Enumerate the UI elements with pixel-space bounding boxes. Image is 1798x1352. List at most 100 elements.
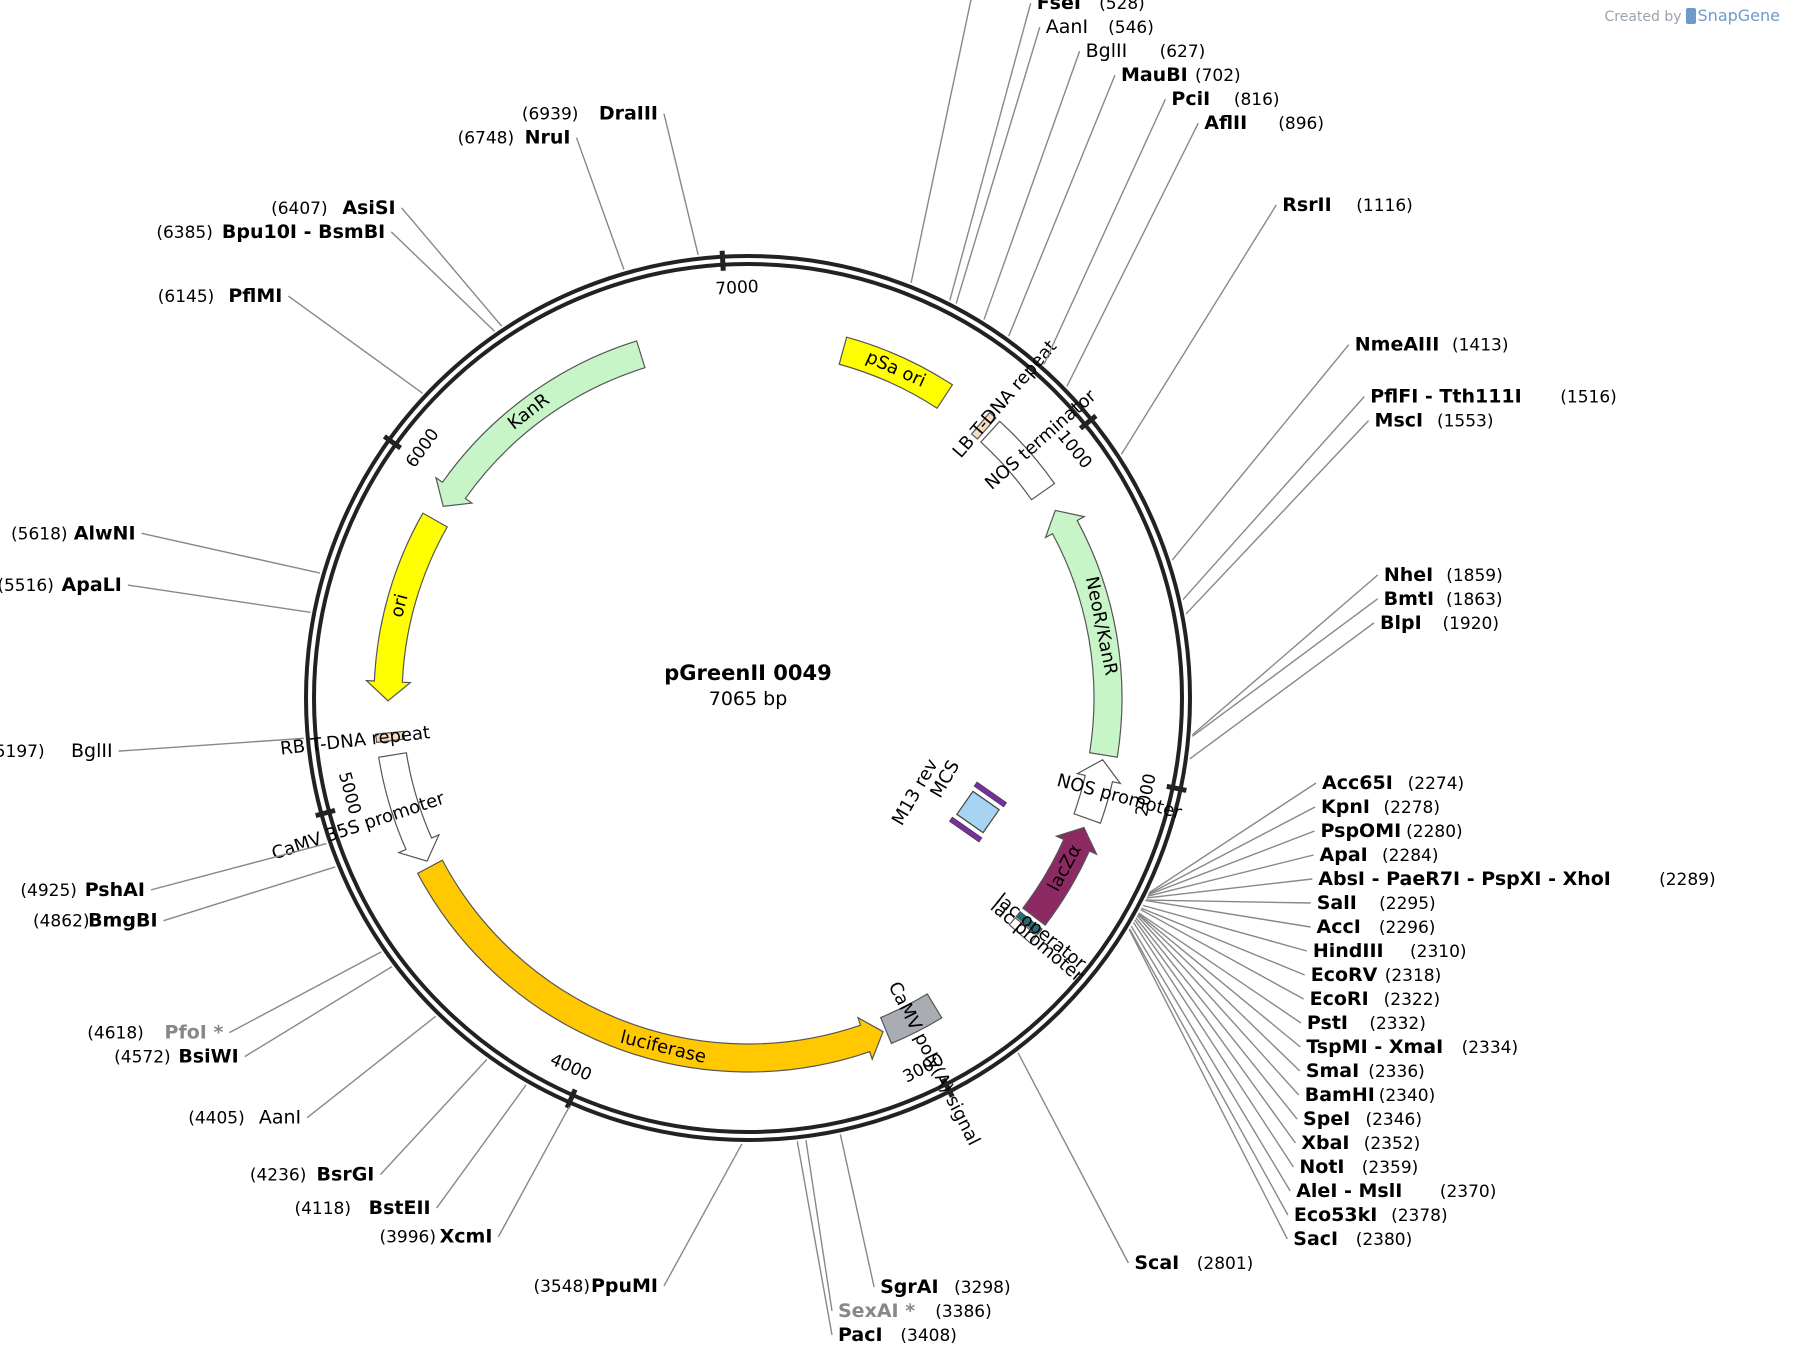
site-name: BlpI — [1380, 612, 1422, 634]
feature-nos-terminator — [979, 420, 1056, 501]
site-name: Acc65I — [1322, 772, 1393, 794]
site-position: (4405) — [188, 1109, 245, 1129]
site-position: (2336) — [1368, 1062, 1425, 1082]
site-position: (2318) — [1385, 966, 1442, 986]
site-name: EcoRV — [1311, 964, 1378, 986]
site-position: (2370) — [1440, 1182, 1497, 1202]
site-name: FseI — [1037, 0, 1081, 14]
site-name: BsiWI — [178, 1046, 238, 1068]
site-leader — [1142, 904, 1308, 952]
site-alwni: AlwNI(5618) — [11, 522, 136, 544]
site-draiii: DraIII (6939) — [522, 103, 658, 125]
site-leader — [1182, 396, 1365, 601]
site-name: NheI — [1384, 564, 1433, 586]
site-bsrgi: BsrGI(4236) — [250, 1164, 375, 1186]
site-leader — [1066, 122, 1199, 387]
site-name: ScaI — [1134, 1252, 1179, 1274]
site-aani: AanI (4405) — [188, 1107, 301, 1129]
mcs-box — [948, 781, 1008, 843]
site-position: (3298) — [954, 1278, 1011, 1298]
site-name: TspMI - XmaI — [1306, 1036, 1443, 1058]
site-nmeaiii: NmeAIII(1413) — [1355, 334, 1509, 356]
site-position: (6407) — [271, 199, 328, 219]
restriction-site-layer: StyI(421)FseI(528)AanI(546)BglII(627)Mau… — [0, 0, 1716, 1346]
site-position: (1553) — [1437, 412, 1494, 432]
site-position: (2310) — [1410, 942, 1467, 962]
site-name: AbsI - PaeR7I - PspXI - XhoI — [1318, 868, 1611, 890]
tick-mark — [382, 434, 403, 451]
feature-nos-promoter — [1073, 758, 1122, 824]
site-bmgbi: BmgBI(4862) — [33, 910, 158, 932]
site-fsei: FseI(528) — [1037, 0, 1145, 14]
site-name: PflMI — [228, 285, 282, 307]
site-leader — [1128, 928, 1289, 1216]
site-name: MscI — [1375, 410, 1424, 432]
site-position: (2332) — [1369, 1014, 1426, 1034]
site-position: (2322) — [1384, 990, 1441, 1010]
site-leader — [141, 532, 321, 574]
site-name: SalI — [1317, 892, 1357, 914]
site-leader — [1148, 782, 1317, 894]
site-position: (5197) — [0, 742, 45, 762]
site-position: (546) — [1108, 18, 1154, 38]
site-name: PciI — [1171, 88, 1210, 110]
site-ppumi: PpuMI(3548) — [533, 1275, 658, 1297]
site-leader — [1148, 830, 1315, 896]
site-noti: NotI(2359) — [1299, 1156, 1418, 1178]
feature-lacz — [1022, 826, 1098, 926]
site-xbai: XbaI(2352) — [1301, 1132, 1420, 1154]
site-leader — [229, 951, 382, 1034]
site-name: DraIII — [599, 103, 658, 125]
tick-label: 4000 — [547, 1050, 595, 1086]
site-pshai: PshAI(4925) — [20, 879, 145, 901]
site-leader — [379, 1059, 488, 1176]
site-name: NotI — [1299, 1156, 1344, 1178]
site-name: KpnI — [1321, 796, 1370, 818]
site-name: PacI — [838, 1324, 883, 1346]
site-leader — [401, 207, 503, 327]
site-position: (627) — [1160, 42, 1206, 62]
site-position: (6385) — [156, 223, 213, 243]
backbone-outer-strand — [304, 254, 1192, 1142]
site-name: AleI - MslI — [1296, 1180, 1402, 1202]
site-name: ApaI — [1320, 844, 1368, 866]
site-name: ApaLI — [62, 574, 122, 596]
tick-label: 5000 — [334, 770, 365, 817]
site-position: (2280) — [1406, 822, 1463, 842]
site-name: HindIII — [1313, 940, 1384, 962]
site-name: SmaI — [1306, 1060, 1359, 1082]
site-leader — [839, 1134, 875, 1288]
feature-lb-t-dna-repeat — [970, 411, 997, 440]
site-leader — [306, 1015, 437, 1119]
site-name: AanI — [259, 1107, 301, 1129]
site-position: (1116) — [1356, 196, 1413, 216]
site-name: SexAI * — [838, 1300, 915, 1322]
site-pspomi: PspOMI(2280) — [1321, 820, 1463, 842]
site-name: XbaI — [1301, 1132, 1349, 1154]
site-asisi: AsiSI(6407) — [271, 197, 396, 219]
site-position: (1920) — [1442, 614, 1499, 634]
site-position: (5516) — [0, 576, 54, 596]
tick-mark — [315, 807, 336, 819]
site-position: (6939) — [522, 105, 579, 125]
site-leader — [1191, 598, 1379, 737]
site-leader — [1147, 854, 1314, 897]
site-position: (3408) — [900, 1326, 957, 1346]
site-name: AflII — [1204, 112, 1247, 134]
site-tspmi-xmai: TspMI - XmaI(2334) — [1306, 1036, 1518, 1058]
tick-label: 7000 — [715, 277, 759, 299]
feature-ori — [364, 512, 449, 702]
site-bsiwi: BsiWI(4572) — [114, 1046, 239, 1068]
site-acci: AccI(2296) — [1316, 916, 1435, 938]
site-name: BmtI — [1384, 588, 1434, 610]
site-leader — [1145, 899, 1311, 928]
site-leader — [1128, 929, 1288, 1240]
primer-top — [973, 781, 1008, 808]
site-leader — [1189, 622, 1375, 760]
site-rsrii: RsrII(1116) — [1282, 194, 1413, 216]
site-name: EcoRI — [1310, 988, 1369, 1010]
site-smai: SmaI (2336) — [1306, 1060, 1425, 1082]
site-name: SgrAI — [880, 1276, 938, 1298]
